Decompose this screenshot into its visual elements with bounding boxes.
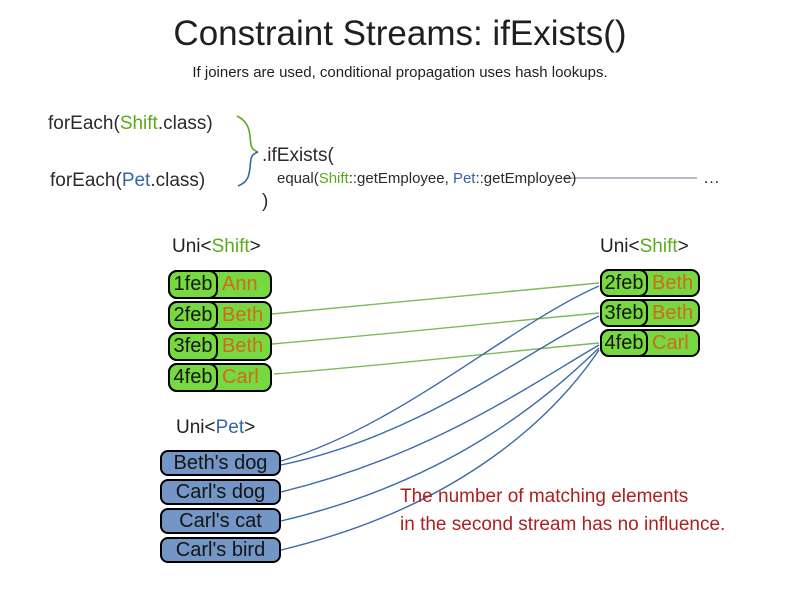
link-3feb	[271, 312, 600, 345]
label-text: Uni<	[176, 417, 216, 438]
shift-class-token: Shift	[119, 113, 158, 134]
shift-row-4feb: 4feb Carl	[600, 329, 700, 357]
link-beths-dog-2feb	[280, 285, 600, 462]
slide-subtitle: If joiners are used, conditional propaga…	[192, 64, 608, 81]
influence-note-line1: The number of matching elements	[400, 486, 689, 507]
left-shift-table: 1feb Ann 2feb Beth 3feb Beth 4feb Carl	[168, 270, 272, 392]
link-2feb	[271, 282, 600, 315]
code-close-paren: )	[262, 191, 269, 212]
pet-row-beths-dog: Beth's dog	[160, 450, 281, 476]
brace-bottom-blue	[237, 151, 259, 187]
label-text: >	[677, 236, 689, 257]
shift-date-cell: 4feb	[600, 329, 648, 357]
shift-ref-token: Shift	[318, 170, 349, 187]
continuation-ellipsis: …	[703, 168, 722, 187]
label-text: Uni<	[172, 236, 212, 257]
pet-ref-token: Pet	[452, 170, 476, 187]
right-shift-table: 2feb Beth 3feb Beth 4feb Carl	[600, 269, 700, 357]
code-text: equal(	[277, 170, 319, 187]
shift-row-1feb: 1feb Ann	[168, 270, 272, 299]
shift-name-cell: Beth	[222, 335, 264, 357]
code-text: .class)	[157, 113, 213, 134]
pet-row-carls-dog: Carl's dog	[160, 479, 281, 505]
left-shift-label: Uni<Shift>	[172, 236, 261, 258]
shift-date-cell: 2feb	[168, 301, 218, 330]
code-foreach-shift: forEach(Shift.class)	[48, 113, 213, 135]
code-equal-joiner: equal(Shift::getEmployee, Pet::getEmploy…	[277, 170, 576, 187]
link-carls-dog-4feb	[280, 344, 600, 493]
label-text: Uni<	[600, 236, 640, 257]
label-text: >	[244, 417, 256, 438]
code-text: ::getEmployee,	[348, 170, 453, 187]
pet-row-carls-bird: Carl's bird	[160, 537, 281, 563]
shift-name-cell: Beth	[652, 271, 694, 294]
shift-date-cell: 2feb	[600, 269, 648, 297]
code-text: ::getEmployee)	[475, 170, 577, 187]
shift-date-cell: 3feb	[600, 299, 648, 327]
pet-class-token: Pet	[121, 170, 151, 191]
pet-label: Uni<Pet>	[176, 417, 255, 439]
pet-type-token: Pet	[215, 417, 245, 438]
shift-row-2feb: 2feb Beth	[600, 269, 700, 297]
shift-row-3feb: 3feb Beth	[168, 332, 272, 361]
code-ifexists: .ifExists(	[262, 145, 334, 166]
shift-row-4feb: 4feb Carl	[168, 363, 272, 392]
label-text: >	[249, 236, 261, 257]
shift-date-cell: 4feb	[168, 363, 218, 392]
shift-name-cell: Ann	[222, 273, 258, 295]
shift-type-token: Shift	[639, 236, 678, 257]
pet-table: Beth's dog Carl's dog Carl's cat Carl's …	[160, 450, 281, 563]
code-text: forEach(	[48, 113, 120, 134]
shift-row-2feb: 2feb Beth	[168, 301, 272, 330]
shift-name-cell: Carl	[222, 366, 259, 388]
link-beths-dog-3feb	[280, 315, 600, 466]
shift-name-cell: Beth	[652, 301, 694, 324]
shift-row-3feb: 3feb Beth	[600, 299, 700, 327]
right-shift-label: Uni<Shift>	[600, 236, 689, 258]
influence-note: The number of matching elements in the s…	[400, 483, 725, 539]
shift-name-cell: Carl	[652, 331, 689, 354]
shift-type-token: Shift	[211, 236, 250, 257]
code-foreach-pet: forEach(Pet.class)	[50, 170, 205, 192]
pet-row-carls-cat: Carl's cat	[160, 508, 281, 534]
slide-title: Constraint Streams: ifExists()	[173, 14, 627, 53]
shift-name-cell: Beth	[222, 304, 264, 326]
shift-date-cell: 3feb	[168, 332, 218, 361]
shift-date-cell: 1feb	[168, 270, 218, 299]
code-text: .class)	[150, 170, 206, 191]
link-4feb	[273, 342, 600, 375]
code-text: forEach(	[50, 170, 122, 191]
influence-note-line2: in the second stream has no influence.	[400, 514, 726, 535]
brace-top-green	[236, 115, 259, 153]
